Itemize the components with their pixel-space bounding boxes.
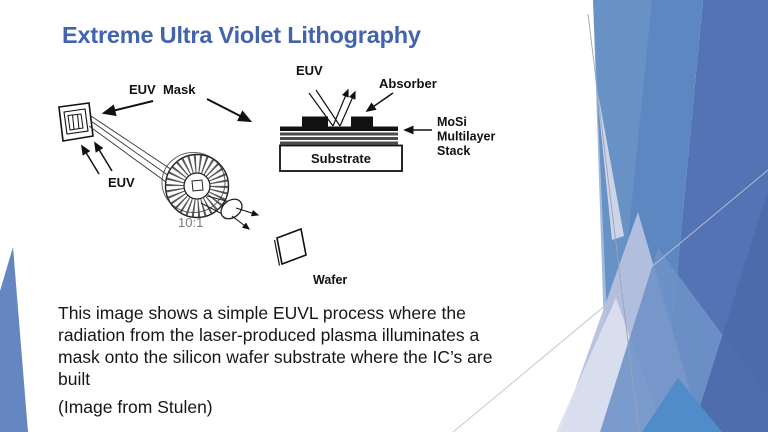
reduction-optics bbox=[161, 152, 243, 220]
mask-to-lens-rays bbox=[88, 115, 173, 183]
facet-accent-triangle bbox=[642, 378, 722, 432]
caption-line: mask onto the silicon wafer substrate wh… bbox=[58, 347, 493, 367]
mosi-label-line3: Stack bbox=[437, 144, 470, 158]
euv-top-label: EUV bbox=[296, 63, 323, 78]
wafer-label: Wafer bbox=[313, 273, 347, 287]
optics-hatch-ring bbox=[165, 154, 229, 218]
euv-incoming-arrows bbox=[81, 141, 113, 175]
arrow-label-to-stack bbox=[206, 98, 253, 123]
arrow-label-to-mask bbox=[101, 100, 154, 117]
euv-mask-plate bbox=[58, 102, 94, 142]
euv-left-label: EUV bbox=[108, 175, 135, 190]
facet-pale-sliver bbox=[596, 82, 624, 240]
right-facet-pattern bbox=[452, 0, 768, 432]
mosi-label-line2: Multilayer bbox=[437, 130, 495, 144]
image-credit: (Image from Stulen) bbox=[58, 397, 213, 417]
facet-thin-line-vertical bbox=[587, 13, 640, 432]
caption-line: This image shows a simple EUVL process w… bbox=[58, 303, 466, 323]
facet-sheen bbox=[593, 0, 652, 330]
slide-title: Extreme Ultra Violet Lithography bbox=[62, 22, 421, 48]
caption: This image shows a simple EUVL process w… bbox=[58, 302, 492, 390]
mask-stack-cross-section bbox=[279, 116, 403, 172]
caption-line: radiation from the laser-produced plasma… bbox=[58, 325, 480, 345]
mosi-label-line1: MoSi bbox=[437, 115, 467, 129]
ratio-label: 10:1 bbox=[178, 215, 203, 230]
caption-line: built bbox=[58, 369, 91, 389]
wafer bbox=[273, 227, 307, 266]
absorber-label: Absorber bbox=[379, 76, 437, 91]
substrate-label: Substrate bbox=[311, 151, 371, 166]
optics-cylinder bbox=[220, 198, 243, 220]
bottom-left-wedge bbox=[0, 247, 28, 432]
arrow-absorber bbox=[365, 92, 394, 113]
facet-corner-dark-triangle bbox=[692, 190, 768, 432]
lens-to-wafer-rays bbox=[231, 207, 260, 230]
euv-mask-label: EUV Mask bbox=[129, 82, 196, 97]
facet-thin-line-diagonal bbox=[452, 169, 768, 432]
mosi-stack-label: MoSi Multilayer Stack bbox=[437, 115, 495, 158]
reflected-ray-diagram bbox=[308, 88, 356, 127]
